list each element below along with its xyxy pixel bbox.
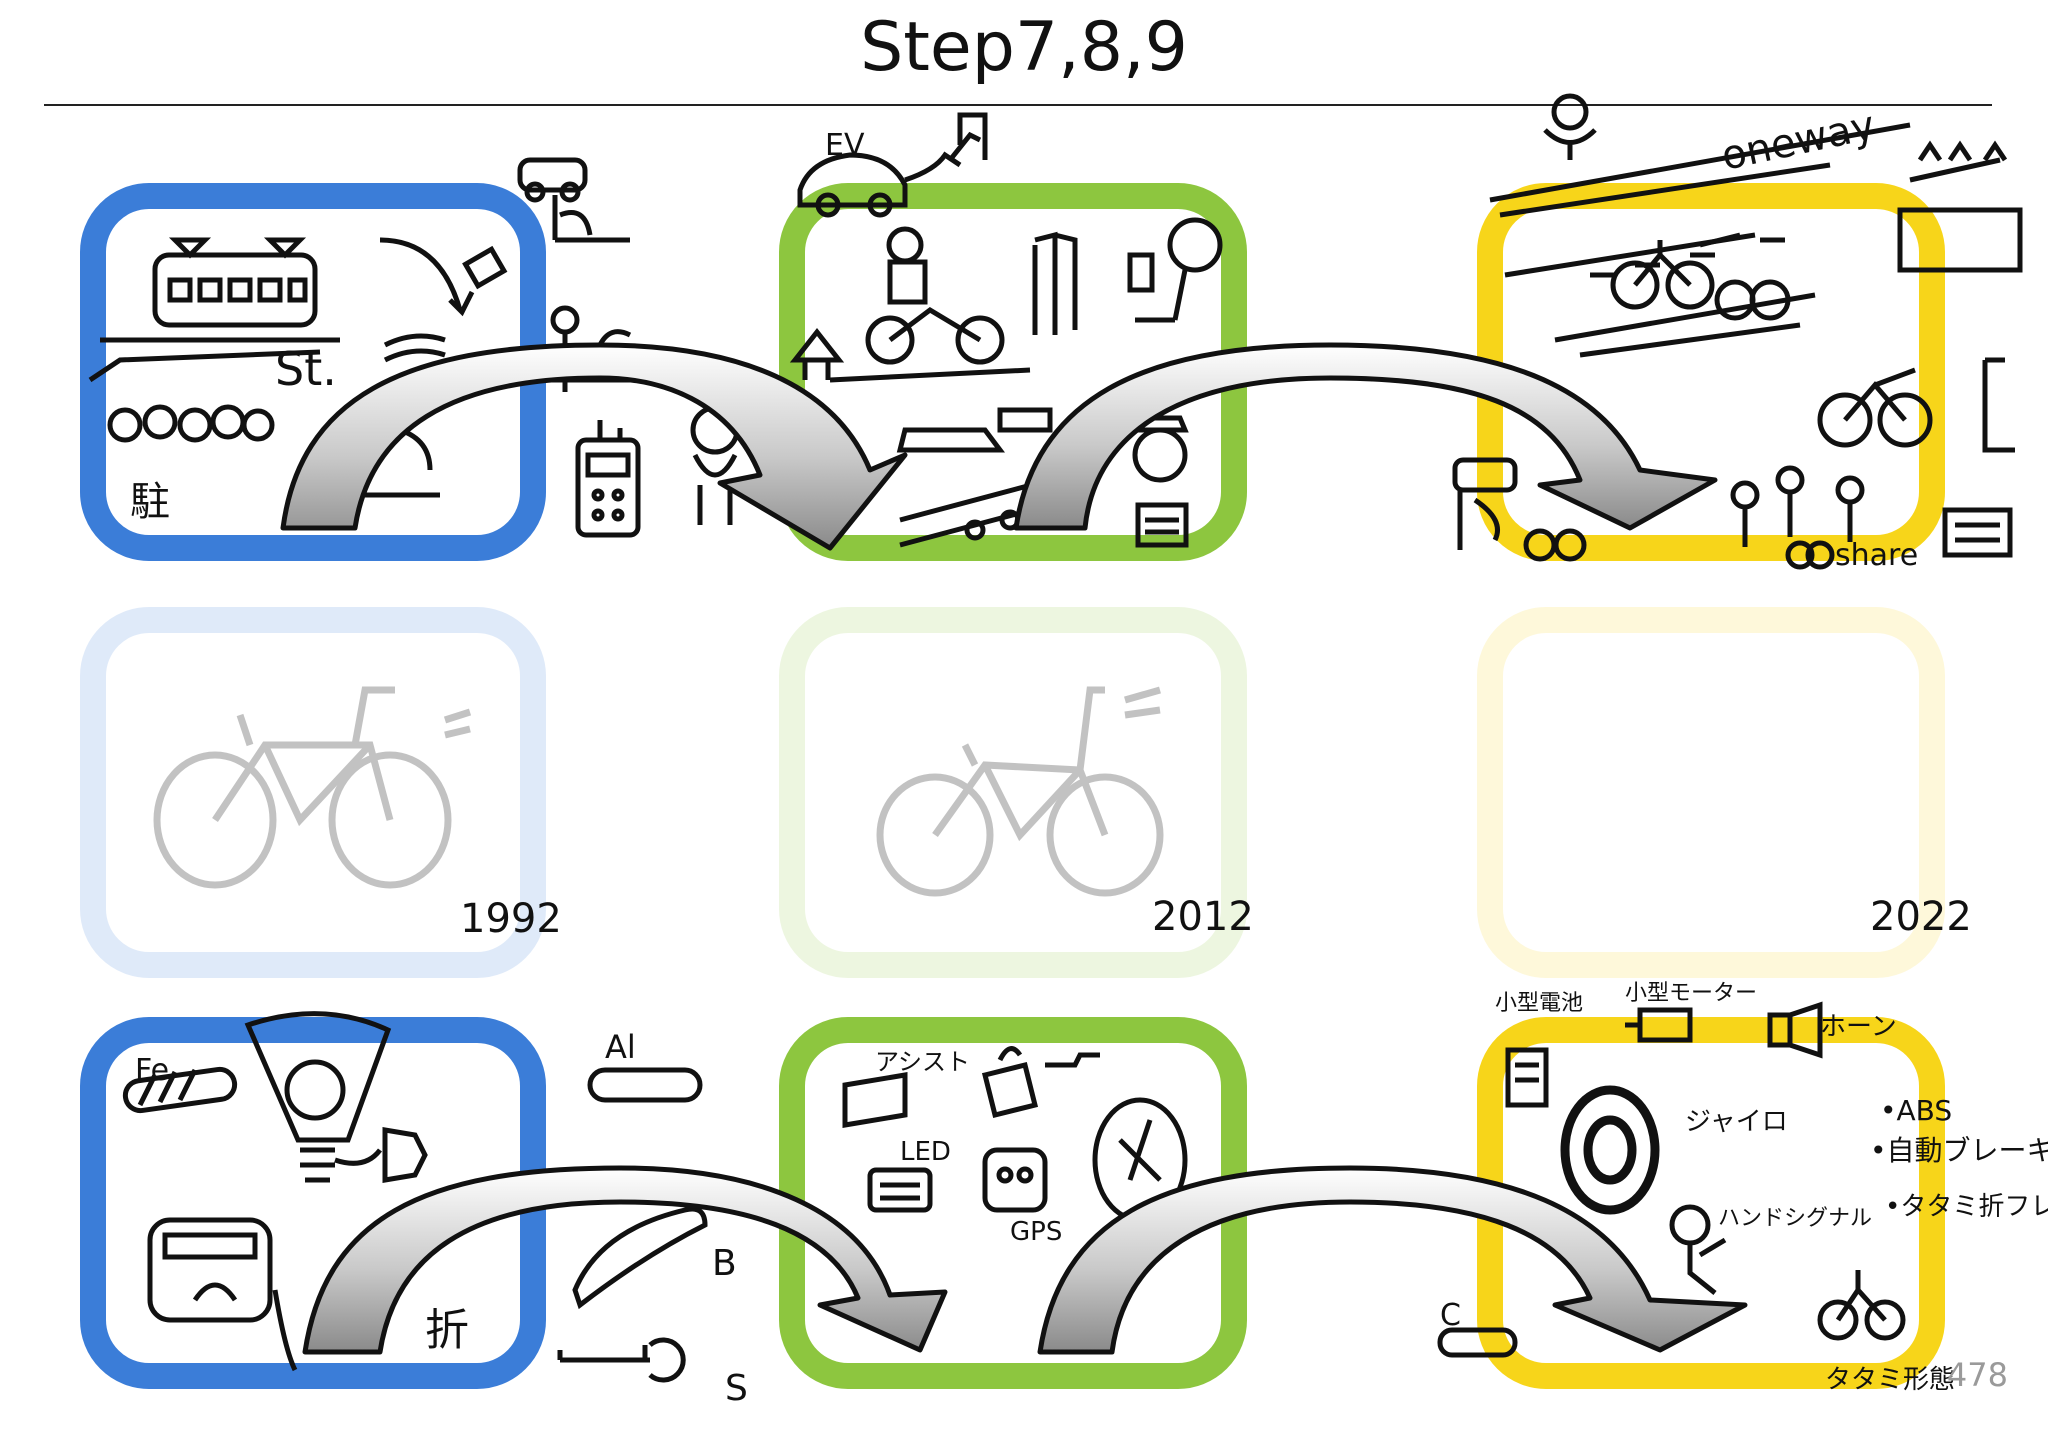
horn-label: ホーン [1820,1012,1897,1042]
year-1992-label: 1992 [460,896,562,942]
abs-label: •ABS [1880,1094,1952,1127]
bike-station-icon [1452,457,2013,562]
folding-label: タタミ形態 [1825,1365,1955,1395]
ev-label: EV [825,128,865,163]
fe-label: Fe [135,1053,169,1088]
road-lanes-icon [1489,122,1911,358]
gyro-disc-icon [1560,1085,1660,1215]
people-sharing-icon [1730,465,1865,570]
people-crowd-icon [107,404,275,443]
al-label: Al [605,1028,636,1066]
house-icon [789,327,1031,383]
transition-arrow-2012-2022-bottom [1037,1165,1748,1355]
station-kanji-label: 駐 [130,479,170,525]
hand-signal-icon [1669,1204,1727,1295]
led-label: LED [900,1137,951,1167]
page-number: 478 [1946,1356,2008,1394]
folding-frame-label: •タタミ折フレーム [1885,1192,2048,1222]
buildings-icon [1032,231,1078,335]
ev-car-icon [797,112,988,218]
tram-sketch-icon [88,237,340,383]
folding-bicycle-icon [1817,1270,1906,1341]
assist-label: アシスト [875,1048,970,1076]
gps-label: GPS [1010,1217,1062,1247]
odometer-icon [147,1217,298,1372]
lightbulb-icon [244,1011,428,1183]
person-on-bicycle-icon [865,226,1005,365]
c-label: C [1440,1298,1461,1333]
transition-arrow-1992-2012-top [280,342,908,551]
motor-unit-icon [842,1072,908,1128]
bicycle-lane-icon [1610,232,1791,321]
iron-bar-icon [122,1066,238,1114]
fold-label: 折 [425,1305,469,1356]
title-divider [44,104,1992,106]
curved-arrow-sketch-icon [360,237,508,498]
gps-device-icon [982,1147,1048,1213]
battery-plug-icon [981,1046,1100,1119]
small-motor-label: 小型モーター [1625,981,1757,1006]
frame-2022-bicycle [1477,607,1945,978]
radio-device-icon [575,420,641,538]
car-sketch-icon [517,157,630,243]
aluminum-bar-icon [587,1067,703,1103]
transition-arrow-1992-2012-bottom [302,1165,948,1355]
bicycle-commuter-icon [1817,357,2015,453]
brake-shoe-icon [557,1206,708,1383]
buildings-right-icon [1897,140,2023,273]
bicycle-2012-icon [876,686,1164,897]
hand-signal-label: ハンドシグナル [1718,1206,1872,1231]
st-label: St. [275,342,337,396]
transition-arrow-2012-2022-top [1013,342,1718,531]
horn-icon [1767,1001,1823,1059]
person-with-phone-icon [1127,217,1223,323]
frame-2012-bicycle [779,607,1247,978]
bicycle-1992-icon [153,686,472,889]
year-2012-label: 2012 [1152,894,1254,940]
share-label: share [1835,538,1918,573]
small-battery-label: 小型電池 [1495,991,1583,1016]
carbon-bar-icon [1437,1327,1518,1358]
year-2022-label: 2022 [1870,894,1972,940]
b-label: B [712,1243,737,1284]
frame-1992-bicycle [80,607,546,978]
small-motor-icon [1505,1007,1693,1108]
auto-brake-label: •自動ブレーキ [1870,1134,2048,1167]
page-title: Step7,8,9 [860,8,1188,87]
s-label: S [725,1368,748,1409]
gyro-label: ジャイロ [1685,1107,1788,1137]
led-light-icon [867,1167,933,1213]
drone-person-icon [1543,93,1597,160]
police-officer-icon [1131,415,1189,548]
